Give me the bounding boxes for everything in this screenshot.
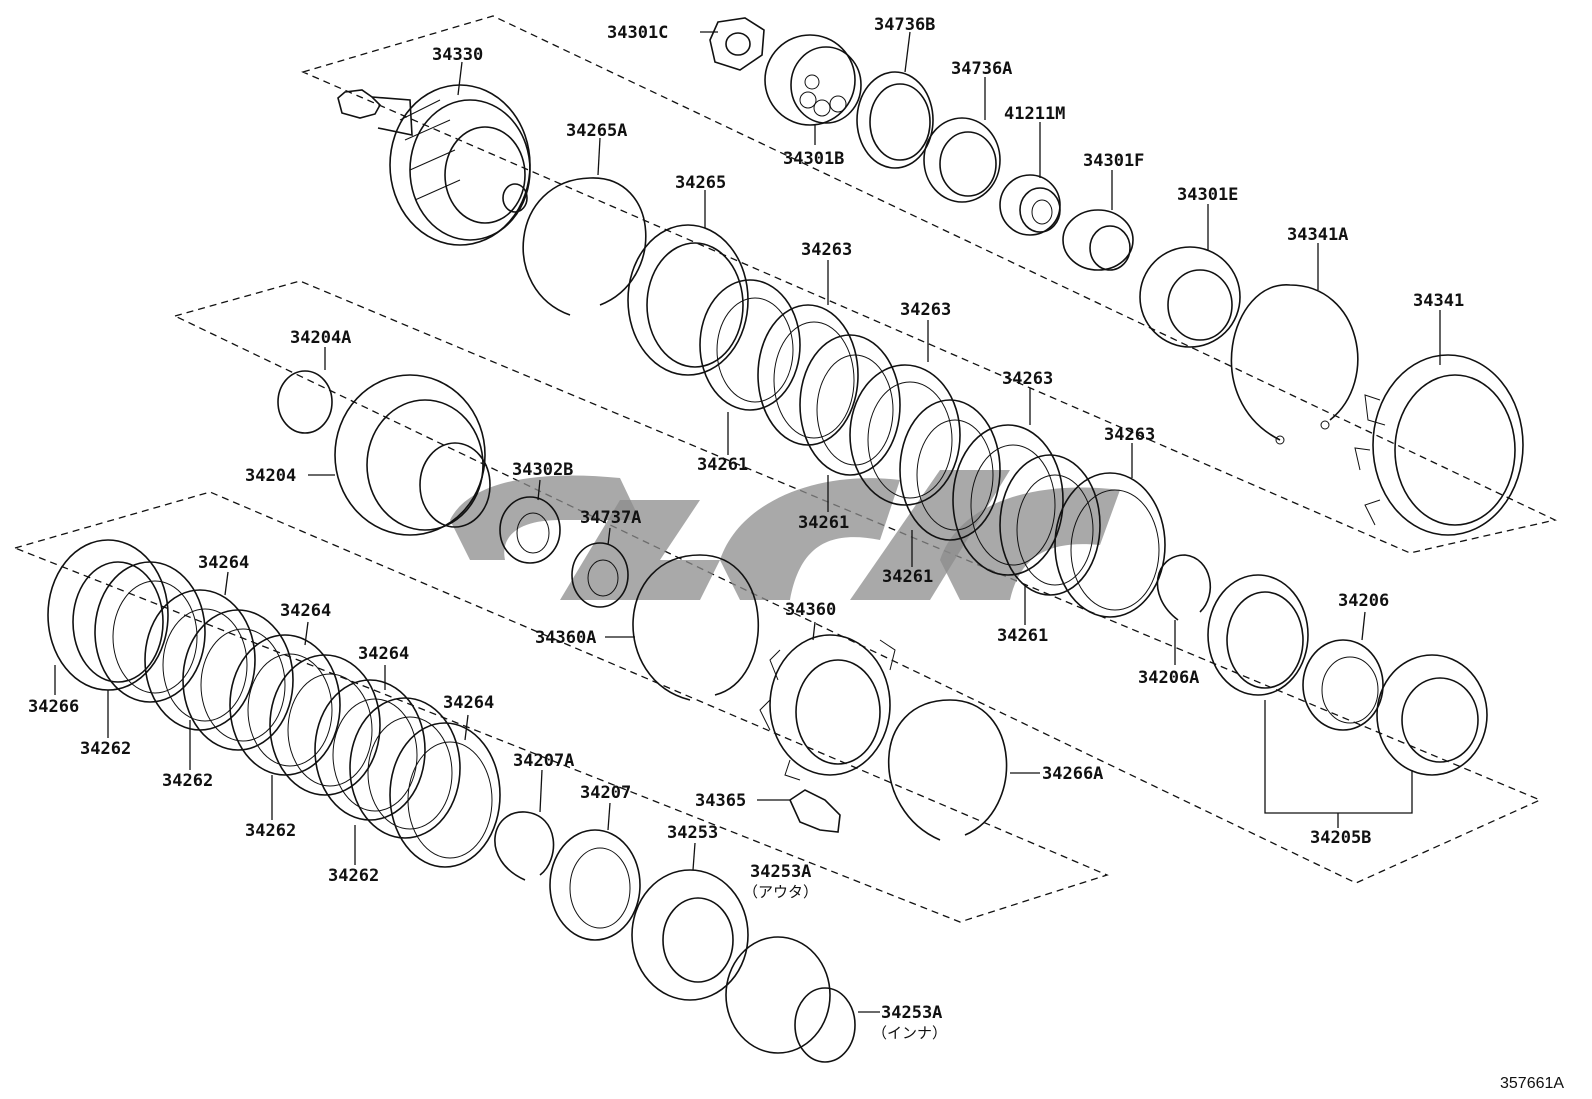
label-34261-1: 34261 [697,455,748,475]
race-34205B-inner [1376,654,1488,776]
snap-ring-34265A [522,177,647,316]
label-34265: 34265 [675,173,726,193]
label-34205B: 34205B [1310,828,1371,848]
label-34263-3: 34263 [1002,369,1053,389]
label-34360A: 34360A [535,628,596,648]
label-34302B: 34302B [512,460,573,480]
washer-34736B [856,71,934,169]
ring-34301E [1139,246,1241,348]
label-34204A: 34204A [290,328,351,348]
one-way-clutch-34206 [1302,639,1384,731]
label-41211M: 41211M [1004,104,1065,124]
label-34263-2: 34263 [900,300,951,320]
label-34263-1: 34263 [801,240,852,260]
label-34737A: 34737A [580,508,641,528]
label-34262-3: 34262 [245,821,296,841]
o-ring-34204A [277,370,333,434]
label-34736A: 34736A [951,59,1012,79]
label-34341: 34341 [1413,291,1464,311]
leader-lines [54,31,1441,1013]
label-34261-4: 34261 [997,626,1048,646]
label-34262-2: 34262 [162,771,213,791]
piston-34253 [631,869,749,1001]
label-34261-2: 34261 [798,513,849,533]
diagram-reference-code: 357661A [1500,1075,1564,1092]
plate-34360 [759,634,896,781]
label-34253: 34253 [667,823,718,843]
spring-pack-34207 [549,829,641,941]
washer-34302B [499,496,561,564]
part-labels: 34301C 34736B 34330 34736A 34265A 41211M… [28,15,1564,1092]
snap-ring-34341A [1230,284,1359,445]
label-34204: 34204 [245,466,296,486]
bearing-34301B [764,34,862,126]
label-34264-1: 34264 [198,553,249,573]
shaft-34330 [337,84,531,246]
label-34262-1: 34262 [80,739,131,759]
label-34264-4: 34264 [443,693,494,713]
label-34207A: 34207A [513,751,574,771]
plate-34265 [627,224,749,376]
label-34264-3: 34264 [358,644,409,664]
label-inner-note: （インナ） [872,1024,947,1042]
nut-34301C [709,17,765,71]
label-34266A: 34266A [1042,764,1103,784]
label-34206A: 34206A [1138,668,1199,688]
label-34341A: 34341A [1287,225,1348,245]
label-34264-2: 34264 [280,601,331,621]
snap-ring-34360A [632,554,760,701]
lower-group-outline [12,491,1109,923]
label-34301B: 34301B [783,149,844,169]
label-34261-3: 34261 [882,567,933,587]
snap-ring-34207A [494,811,555,881]
group-outlines [12,15,1557,923]
drum-34341 [1354,354,1524,536]
label-34262-4: 34262 [328,866,379,886]
label-34263-4: 34263 [1104,425,1155,445]
upper-group-outline [301,15,1557,554]
snap-ring-34206A [1156,554,1212,621]
label-34265A: 34265A [566,121,627,141]
sleeve-34301F [1062,209,1134,271]
label-34301F: 34301F [1083,151,1144,171]
clutch-discs-34262-34264 [94,561,501,868]
label-34253A-inner: 34253A [881,1003,942,1023]
label-34206: 34206 [1338,591,1389,611]
washer-34736A [923,117,1001,203]
race-34205B-outer [1207,574,1309,696]
label-34207: 34207 [580,783,631,803]
middle-group-outline [173,280,1542,884]
spring-34365 [788,789,841,833]
gear-34204 [334,374,491,536]
o-ring-34253A-inner [794,987,856,1063]
label-34330: 34330 [432,45,483,65]
clutch-discs-34261-34263 [699,279,1166,618]
label-34736B: 34736B [874,15,935,35]
label-34266: 34266 [28,697,79,717]
label-34301E: 34301E [1177,185,1238,205]
watermark [450,470,1120,600]
label-outer-note: （アウタ） [743,883,818,901]
label-34301C: 34301C [607,23,668,43]
o-ring-34253A-outer [725,936,831,1054]
label-34253A-outer: 34253A [750,862,811,882]
washer-34737A [571,542,629,608]
label-34360: 34360 [785,600,836,620]
bearing-41211M [999,174,1061,236]
label-34365: 34365 [695,791,746,811]
snap-ring-34266A [887,699,1008,841]
